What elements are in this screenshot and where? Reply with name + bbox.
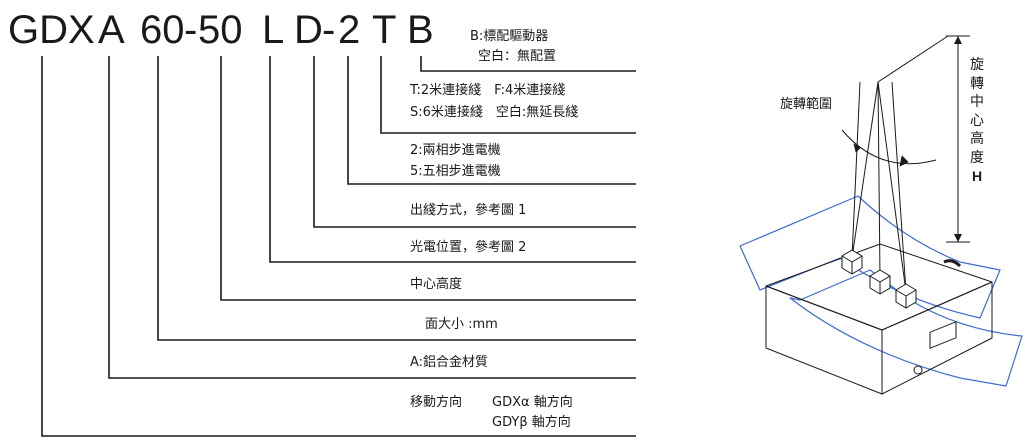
center-height-char: 高 [970, 131, 984, 147]
motor-cap [943, 259, 962, 268]
connector [929, 321, 957, 349]
leader-outlet [313, 56, 636, 228]
label-size: 面大小 :mm [425, 317, 498, 332]
leader-motor [347, 56, 636, 185]
label-outlet: 出綫方式，參考圖 1 [410, 203, 527, 218]
center-height-char: 心 [970, 112, 984, 129]
model-code-dash: - [184, 8, 198, 52]
center-height-label: 旋 轉 中 心 高 度 H [968, 56, 986, 186]
label-motor-line1: 2:兩相步進電機 [410, 143, 501, 158]
center-height-char: 轉 [970, 75, 984, 92]
leader-direction [41, 56, 636, 437]
label-direction-y: GDYβ 軸方向 [492, 415, 571, 430]
leader-height [220, 56, 636, 301]
label-direction-x: GDXα 軸方向 [492, 395, 573, 410]
leader-driver [420, 56, 636, 72]
label-motor-line2: 5:五相步進電機 [410, 164, 501, 179]
model-code-photo: L [262, 8, 285, 52]
center-height-char: 中 [970, 94, 984, 110]
label-material: A:鋁合金材質 [410, 355, 489, 370]
leader-size [157, 56, 636, 341]
model-code-dash: - [322, 8, 336, 52]
label-driver-line1: B:標配驅動器 [470, 29, 549, 44]
label-driver-line2: 空白：無配置 [478, 49, 557, 64]
label-cable-line2: S:6米連接綫 空白:無延長綫 [410, 105, 579, 120]
rotation-range-label: 旋轉範圍 [780, 97, 833, 112]
center-height-char: 旋 [970, 57, 984, 73]
stage-right-face [881, 281, 993, 395]
label-photo: 光電位置，參考圖 2 [410, 240, 527, 255]
label-cable-line1: T:2米連接綫 F:4米連接綫 [410, 83, 566, 98]
rotating-plate-front [789, 269, 1023, 387]
label-direction-title: 移動方向 [410, 395, 463, 410]
stage-illustration [739, 35, 1023, 395]
model-code-material: A [98, 8, 125, 52]
center-height-char: 度 [970, 149, 984, 166]
leader-cable [380, 56, 636, 134]
model-code-prefix: GDX [8, 8, 95, 52]
model-code-size: 60 [140, 8, 185, 52]
rotating-plate-back [739, 195, 1001, 319]
leader-photo [269, 56, 636, 263]
stage-left-face [765, 285, 883, 395]
model-code-motor: 2 [338, 8, 361, 52]
leader-material [108, 56, 636, 379]
model-code-cable: T [372, 8, 397, 52]
height-symbol: H [971, 168, 983, 184]
model-code-driver: B [407, 8, 434, 52]
model-code-height: 50 [198, 8, 243, 52]
label-height: 中心高度 [410, 277, 463, 292]
connector-screw [913, 365, 923, 375]
model-code-outlet: D [294, 8, 323, 52]
